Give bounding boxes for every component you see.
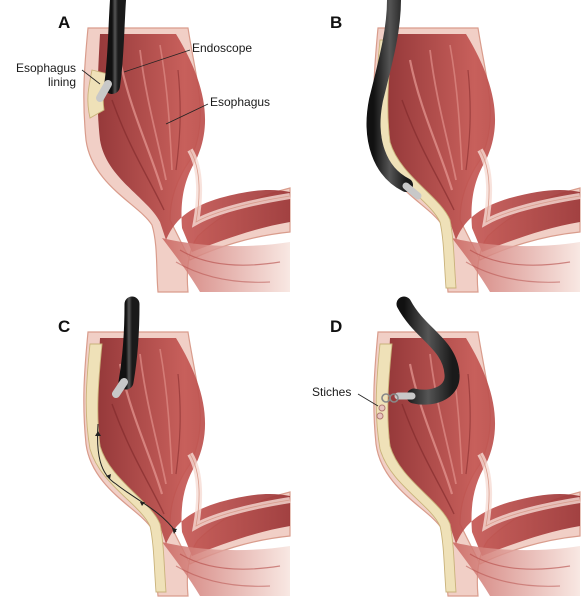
stiches-leader xyxy=(357,393,379,407)
panel-c: C xyxy=(58,296,290,596)
esophagus-label: Esophagus xyxy=(210,95,270,109)
lining-label-line1: Esophagus xyxy=(16,61,76,75)
panel-d: D Stiches xyxy=(312,296,580,596)
lining-label-line2: lining xyxy=(48,75,76,89)
panel-letter-d: D xyxy=(330,317,342,336)
panel-letter-a: A xyxy=(58,13,70,32)
panel-letter-c: C xyxy=(58,317,70,336)
panel-a: A Endoscope Esophagus Esophagus lining xyxy=(16,0,290,292)
lining-leader xyxy=(81,69,101,85)
panel-letter-b: B xyxy=(330,13,342,32)
endoscope-leader xyxy=(123,49,191,73)
stiches-label: Stiches xyxy=(312,385,351,399)
panel-b: B xyxy=(330,0,580,292)
esophagus-leader xyxy=(165,103,209,125)
endoscope-label: Endoscope xyxy=(192,41,252,55)
